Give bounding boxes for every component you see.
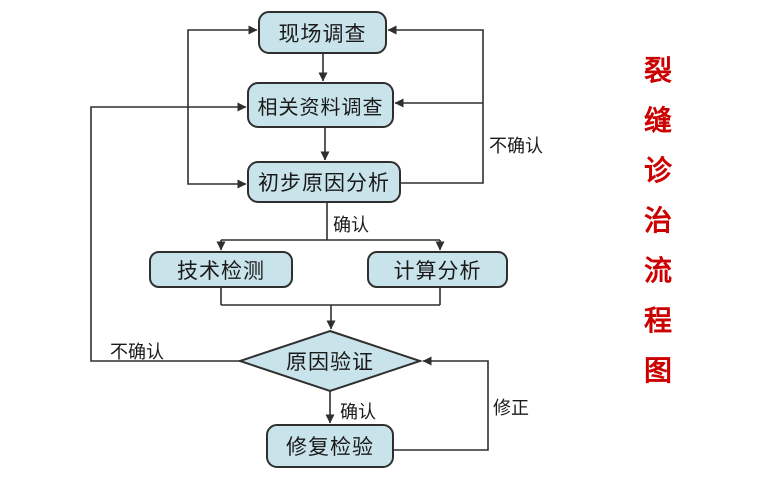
title-char: 治 — [644, 206, 673, 237]
edge-right-loop-to-site — [387, 25, 484, 184]
title-char: 图 — [644, 356, 673, 387]
edge-left-loop-to-data — [90, 102, 247, 362]
title-char: 裂 — [644, 56, 673, 87]
shape-data-survey — [247, 82, 394, 128]
shape-cause-verification-diamond — [236, 329, 424, 393]
title-char: 程 — [644, 306, 673, 337]
page-title: 裂 缝 诊 治 流 程 图 — [644, 58, 672, 386]
shape-site-survey — [258, 11, 387, 54]
edge-revise-loop — [393, 356, 489, 451]
shape-repair-inspection — [266, 424, 394, 468]
title-char: 诊 — [644, 156, 673, 187]
shape-technical-testing — [149, 251, 293, 288]
title-char: 流 — [644, 256, 673, 287]
edge-left-loop-to-prelim — [187, 107, 247, 189]
shape-preliminary-cause-analysis — [247, 161, 401, 203]
shape-calculation-analysis — [367, 251, 508, 288]
title-char: 缝 — [644, 106, 673, 137]
edge-left-loop-to-site — [187, 25, 258, 107]
